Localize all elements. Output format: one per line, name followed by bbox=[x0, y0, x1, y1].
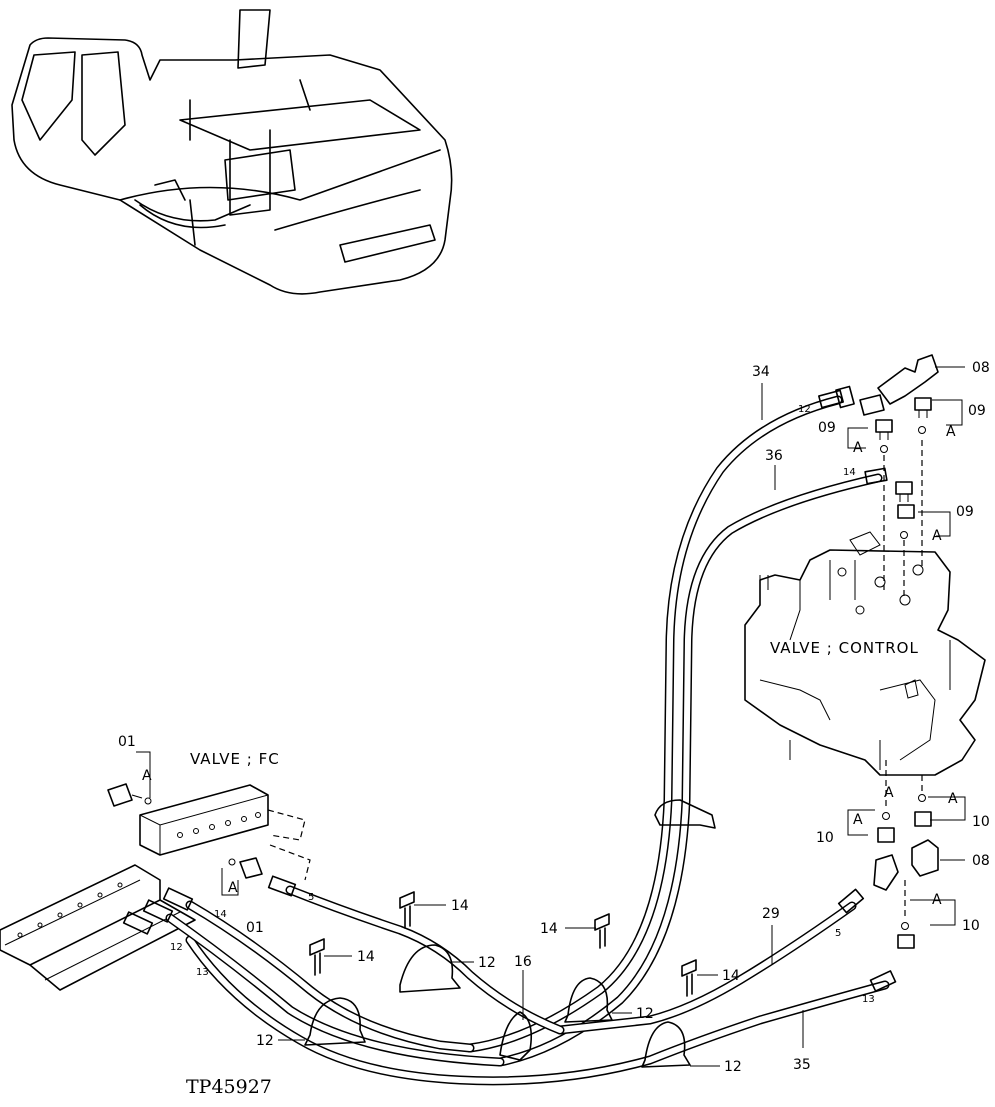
callout-01-top: 01 bbox=[118, 734, 136, 750]
adapter-09-mid bbox=[895, 481, 913, 502]
callout-09-c: 09 bbox=[956, 504, 974, 520]
bolt-14-a bbox=[399, 891, 415, 929]
callout-09-b: 09 bbox=[818, 420, 836, 436]
adapter-09-top-right bbox=[914, 397, 932, 418]
clamp-12-right bbox=[641, 1021, 691, 1068]
hose-mark: 5 bbox=[308, 892, 314, 903]
clamp-16 bbox=[499, 1011, 533, 1061]
hose-fc-12 bbox=[165, 913, 505, 1067]
callout-12-b: 12 bbox=[636, 1006, 654, 1022]
adapter-10-left bbox=[877, 827, 895, 843]
detail-mark-a: A bbox=[932, 892, 942, 908]
callout-36: 36 bbox=[765, 448, 783, 464]
callout-01-bottom: 01 bbox=[246, 920, 264, 936]
detail-mark-a: A bbox=[932, 528, 942, 544]
hose-35 bbox=[185, 935, 890, 1086]
clamp-12-mid-left bbox=[399, 944, 461, 993]
callout-12-c: 12 bbox=[256, 1033, 274, 1049]
drawing-id: TP45927 bbox=[186, 1076, 272, 1098]
adapter-01-top bbox=[107, 783, 143, 807]
callout-09-a: 09 bbox=[968, 403, 986, 419]
clamp-12-left bbox=[304, 997, 366, 1046]
valve-control-label: VALVE ; CONTROL bbox=[770, 639, 919, 657]
callout-10-c: 10 bbox=[962, 918, 980, 934]
callout-10-b: 10 bbox=[816, 830, 834, 846]
hose-34 bbox=[465, 395, 843, 1053]
elbow-08-top bbox=[877, 354, 939, 405]
upper-clamp bbox=[654, 799, 716, 829]
o-ring bbox=[882, 812, 890, 820]
adapter-09-lower bbox=[897, 504, 915, 519]
bolt-14-b bbox=[594, 913, 610, 949]
adapter-09-top-left bbox=[875, 419, 893, 440]
o-ring bbox=[144, 797, 152, 805]
callout-29: 29 bbox=[762, 906, 780, 922]
adapter-10-right bbox=[914, 811, 932, 827]
callout-14-c: 14 bbox=[357, 949, 375, 965]
detail-mark-a: A bbox=[228, 880, 238, 896]
detail-mark-a: A bbox=[853, 440, 863, 456]
o-ring bbox=[918, 426, 926, 434]
callout-14-b: 14 bbox=[540, 921, 558, 937]
detail-mark-a: A bbox=[884, 785, 894, 801]
callout-34: 34 bbox=[752, 364, 770, 380]
bolt-14-c bbox=[309, 938, 325, 976]
clamp-12-mid-right bbox=[564, 977, 613, 1023]
fc-valve-body bbox=[139, 784, 311, 881]
callout-35: 35 bbox=[793, 1057, 811, 1073]
detail-mark-a: A bbox=[946, 424, 956, 440]
callout-08-bottom: 08 bbox=[972, 853, 990, 869]
elbow-08-bottom bbox=[911, 839, 939, 877]
bolt-14-d bbox=[681, 959, 697, 997]
hose-fc-14 bbox=[185, 900, 475, 1053]
hose-mark: 14 bbox=[843, 467, 856, 478]
callout-10-a: 10 bbox=[972, 814, 990, 830]
hose-fc-5 bbox=[285, 885, 565, 1035]
elbow-08-bottom-left bbox=[873, 854, 899, 891]
hose-36 bbox=[495, 473, 883, 1067]
leader-lines bbox=[136, 366, 966, 1067]
hose-mark: 12 bbox=[170, 942, 183, 953]
o-ring bbox=[880, 445, 888, 453]
detail-mark-a: A bbox=[142, 768, 152, 784]
fc-mounting-bracket bbox=[0, 864, 196, 991]
excavator-overview bbox=[11, 9, 453, 295]
callout-12-a: 12 bbox=[478, 955, 496, 971]
hose-29 bbox=[555, 901, 857, 1035]
hose-mark: 5 bbox=[835, 928, 841, 939]
detail-mark-a: A bbox=[853, 812, 863, 828]
adapter-10-lower bbox=[897, 934, 915, 949]
callout-08-top: 08 bbox=[972, 360, 990, 376]
hose-end-fittings bbox=[122, 385, 897, 992]
labels: VALVE ; CONTROL VALVE ; FC 34 36 29 35 1… bbox=[118, 360, 990, 1098]
detail-mark-a: A bbox=[948, 791, 958, 807]
adapter-01-bottom bbox=[239, 857, 263, 879]
hose-mark: 13 bbox=[196, 967, 209, 978]
callout-12-d: 12 bbox=[724, 1059, 742, 1075]
control-valve-body bbox=[744, 531, 986, 776]
hose-mark: 13 bbox=[862, 994, 875, 1005]
hose-mark: 14 bbox=[214, 909, 227, 920]
callout-14-d: 14 bbox=[722, 968, 740, 984]
o-ring bbox=[901, 922, 909, 930]
callout-16: 16 bbox=[514, 954, 532, 970]
o-ring bbox=[918, 794, 926, 802]
valve-fc-label: VALVE ; FC bbox=[190, 750, 280, 768]
o-ring bbox=[228, 858, 236, 866]
hose-mark: 12 bbox=[798, 404, 811, 415]
o-ring bbox=[900, 531, 908, 539]
elbow-08-top-nut bbox=[859, 394, 885, 416]
callout-14-a: 14 bbox=[451, 898, 469, 914]
